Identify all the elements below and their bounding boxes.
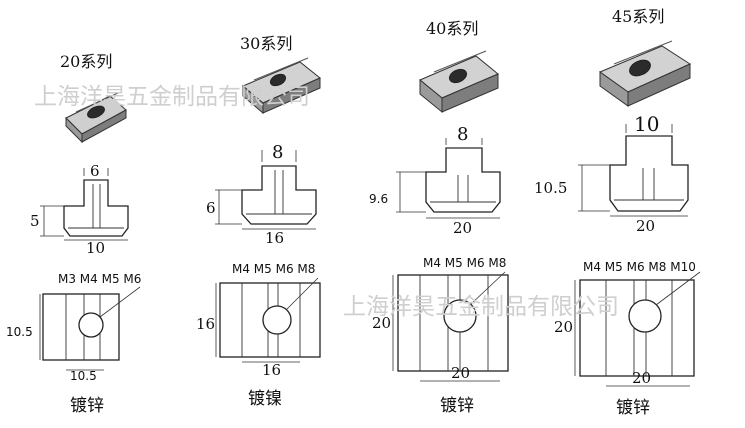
series-20-plate-height: 10.5 xyxy=(6,325,33,339)
series-20-finish: 镀锌 xyxy=(70,396,104,416)
series-40-title: 40系列 xyxy=(426,19,478,38)
series-20-plate: M3 M4 M5 M6 10.5 10.5 镀锌 xyxy=(6,272,141,416)
series-30: 30系列 8 6 16 M4 M5 M6 M8 xyxy=(196,34,321,409)
series-40-plate: M4 M5 M6 M8 20 20 镀锌 xyxy=(372,256,509,416)
series-45-plate: M4 M5 M6 M8 M10 20 20 镀锌 xyxy=(554,260,701,418)
series-20-base-width: 10 xyxy=(86,239,105,257)
series-20-profile: 6 5 10 xyxy=(30,162,129,257)
series-20-plate-width: 10.5 xyxy=(70,369,97,383)
series-40-profile: 8 9.6 20 xyxy=(369,124,501,237)
series-30-height: 6 xyxy=(206,199,216,217)
series-30-profile: 8 6 16 xyxy=(206,142,317,247)
series-20-title: 20系列 xyxy=(60,52,112,71)
series-30-title: 30系列 xyxy=(240,34,292,53)
series-20-height: 5 xyxy=(30,212,40,230)
series-45-plate-width: 20 xyxy=(632,369,651,387)
series-40-base-width: 20 xyxy=(453,219,472,237)
series-40-height: 9.6 xyxy=(369,192,388,206)
series-30-finish: 镀镍 xyxy=(248,389,282,409)
series-20-slot-width: 6 xyxy=(90,162,100,180)
series-20-nut-3d xyxy=(65,92,127,144)
series-45-finish: 镀锌 xyxy=(616,398,650,418)
series-20-threads: M3 M4 M5 M6 xyxy=(58,272,141,286)
series-40-threads: M4 M5 M6 M8 xyxy=(423,256,506,270)
series-45-plate-height: 20 xyxy=(554,318,573,336)
series-30-nut-3d xyxy=(242,57,321,115)
series-40-slot-width: 8 xyxy=(457,124,468,145)
series-45-threads: M4 M5 M6 M8 M10 xyxy=(583,260,696,274)
series-40-plate-height: 20 xyxy=(372,314,391,332)
series-45-profile: 10 10.5 20 xyxy=(534,112,689,235)
watermark-top: 上海洋昊五金制品有限公司 xyxy=(34,84,310,110)
series-45-slot-width: 10 xyxy=(634,112,659,136)
series-45-height: 10.5 xyxy=(534,179,567,197)
series-40-nut-3d xyxy=(419,50,499,114)
series-45-nut-3d xyxy=(598,40,692,107)
series-30-plate-width: 16 xyxy=(262,361,281,379)
series-30-plate: M4 M5 M6 M8 16 16 镀镍 xyxy=(196,262,321,409)
series-20: 20系列 6 5 10 M3 M4 M5 M6 xyxy=(6,52,141,416)
series-45-base-width: 20 xyxy=(636,217,655,235)
series-40-plate-width: 20 xyxy=(451,364,470,382)
series-45-title: 45系列 xyxy=(612,7,664,26)
series-30-slot-width: 8 xyxy=(272,142,283,163)
series-30-base-width: 16 xyxy=(265,229,284,247)
series-30-threads: M4 M5 M6 M8 xyxy=(232,262,315,276)
series-40: 40系列 8 9.6 20 M4 M5 M6 M8 xyxy=(369,19,509,416)
series-40-finish: 镀锌 xyxy=(440,396,474,416)
watermark-bottom: 上海洋昊五金制品有限公司 xyxy=(343,294,619,320)
series-30-plate-height: 16 xyxy=(196,315,215,333)
series-45: 45系列 10 10.5 20 M4 M5 M6 M8 M10 xyxy=(534,7,701,418)
